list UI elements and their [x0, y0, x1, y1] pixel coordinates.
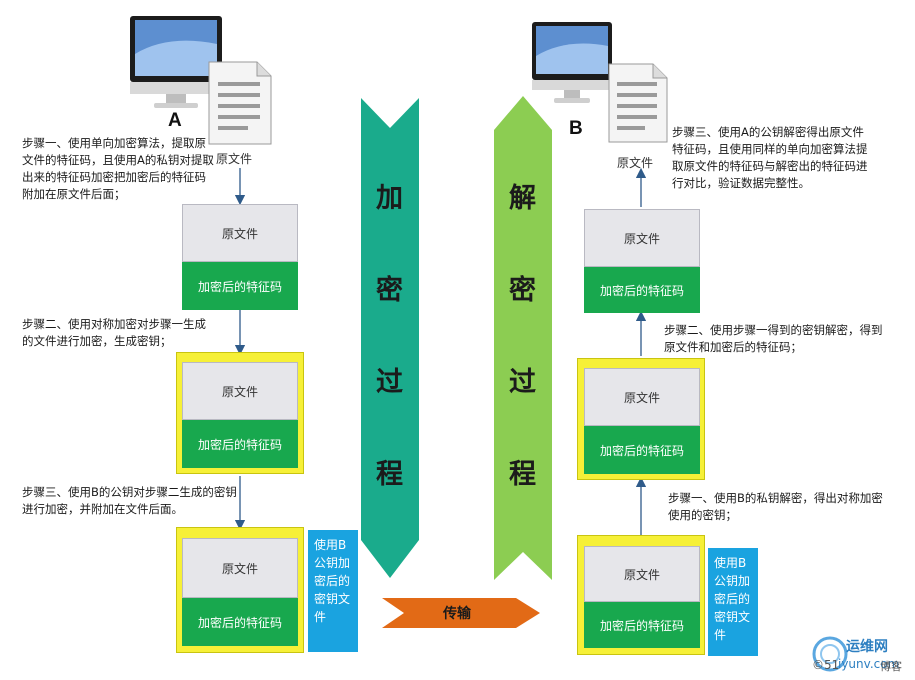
- right-step3-text: 步骤三、使用A的公钥解密得出原文件特征码，且使用同样的单向加密算法提取原文件的特…: [672, 125, 868, 190]
- computer-b-icon: [532, 22, 612, 103]
- left-card-1-bottom: 加密后的特征码: [182, 262, 298, 310]
- label-a: A: [168, 110, 182, 131]
- right-card-2-top: 原文件: [584, 368, 700, 426]
- encrypt-band: [361, 98, 419, 578]
- transfer-label: 传输: [443, 606, 471, 622]
- left-card-2: 原文件 加密后的特征码: [182, 362, 298, 468]
- left-card-3: 原文件 加密后的特征码: [182, 538, 298, 646]
- decrypt-char-1: 解: [509, 183, 536, 214]
- label-b: B: [569, 118, 583, 139]
- encrypt-char-2: 密: [376, 275, 403, 306]
- encrypt-char-1: 加: [376, 183, 403, 214]
- document-b-icon: [608, 63, 668, 143]
- watermark-suffix: 博客: [880, 660, 902, 673]
- left-step1-text: 步骤一、使用单向加密算法，提取原文件的特征码，且使用A的私钥对提取出来的特征码加…: [22, 136, 214, 201]
- decrypt-band: [494, 96, 552, 580]
- right-card-1: 原文件 加密后的特征码: [584, 546, 700, 648]
- document-a-icon: [208, 61, 272, 145]
- right-step1-text: 步骤一、使用B的私钥解密，得出对称加密使用的密钥；: [668, 491, 883, 522]
- watermark-domain: iyunv.com: [838, 657, 900, 671]
- right-card-3-bottom: 加密后的特征码: [584, 267, 700, 313]
- left-card-1-top: 原文件: [182, 204, 298, 262]
- encrypt-char-3: 过: [376, 367, 403, 398]
- left-card-2-bottom: 加密后的特征码: [182, 420, 298, 468]
- watermark-prefix: ©51: [812, 658, 840, 672]
- right-card-3: 原文件 加密后的特征码: [584, 209, 700, 313]
- right-key-box: 使用B公钥加密后的密钥文件: [708, 548, 758, 656]
- left-file-label: 原文件: [216, 152, 253, 166]
- decrypt-char-4: 程: [509, 459, 536, 490]
- right-card-1-bottom: 加密后的特征码: [584, 602, 700, 648]
- right-file-label: 原文件: [617, 156, 654, 170]
- transfer-arrow: [382, 598, 540, 628]
- computer-a-icon: [130, 16, 222, 108]
- left-key-box: 使用B公钥加密后的密钥文件: [308, 530, 358, 652]
- decrypt-char-3: 过: [509, 367, 536, 398]
- right-step2-text: 步骤二、使用步骤一得到的密钥解密，得到原文件和加密后的特征码；: [664, 323, 883, 354]
- right-card-2-bottom: 加密后的特征码: [584, 426, 700, 474]
- watermark-logo-icon: [812, 636, 848, 672]
- left-card-1: 原文件 加密后的特征码: [182, 204, 298, 310]
- left-card-2-top: 原文件: [182, 362, 298, 420]
- left-card-3-bottom: 加密后的特征码: [182, 598, 298, 646]
- left-card-3-top: 原文件: [182, 538, 298, 598]
- decrypt-char-2: 密: [509, 275, 536, 306]
- right-card-1-top: 原文件: [584, 546, 700, 602]
- right-card-3-top: 原文件: [584, 209, 700, 267]
- left-step3-text: 步骤三、使用B的公钥对步骤二生成的密钥进行加密，并附加在文件后面。: [22, 485, 237, 516]
- encrypt-char-4: 程: [376, 459, 403, 490]
- left-step2-text: 步骤二、使用对称加密对步骤一生成的文件进行加密，生成密钥；: [22, 317, 206, 348]
- watermark-site: 运维网: [846, 639, 888, 655]
- right-card-2: 原文件 加密后的特征码: [584, 368, 700, 474]
